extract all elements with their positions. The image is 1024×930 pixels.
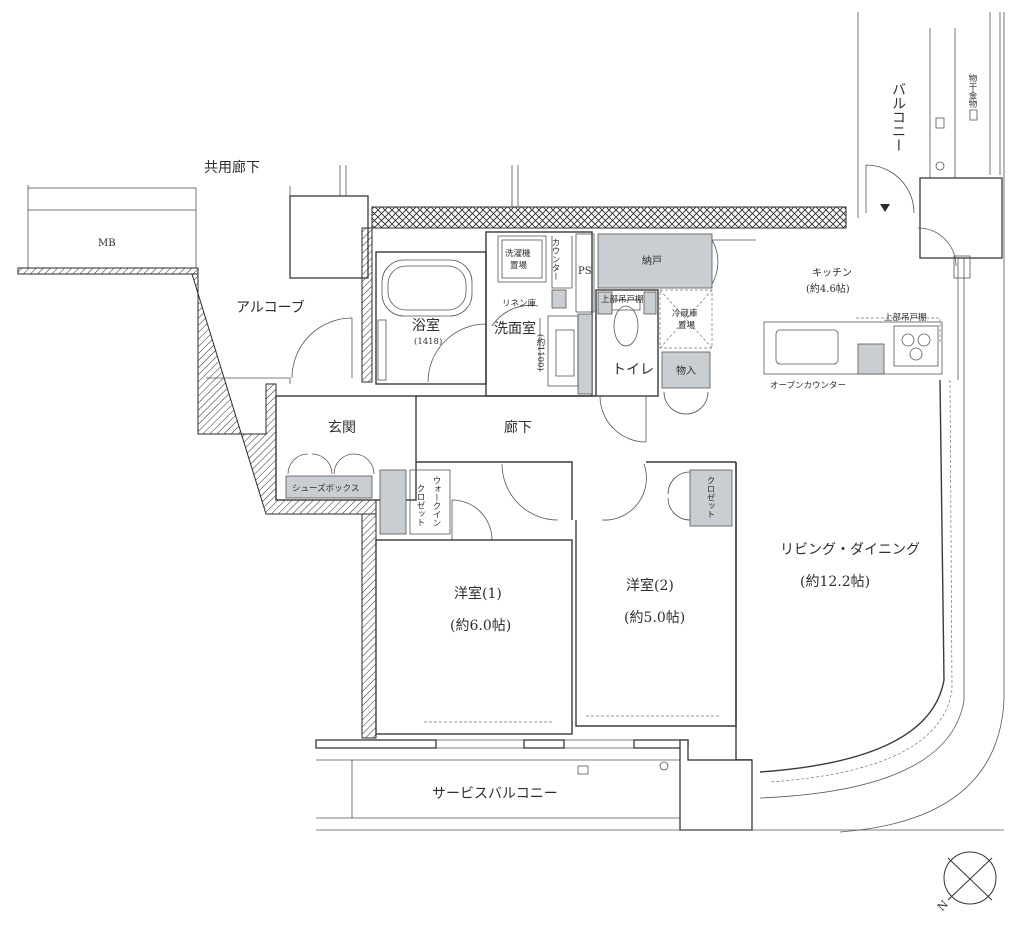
balcony-label: バルコニー xyxy=(890,82,906,152)
balcony-area xyxy=(857,12,1003,259)
mb-area xyxy=(17,185,199,275)
room1-label: 洋室(1) xyxy=(454,585,502,602)
fridge-label-2: 置場 xyxy=(678,320,696,331)
living-dining-size-label: (約12.2帖) xyxy=(800,574,870,590)
living-dining-label: リビング・ダイニング xyxy=(780,542,920,558)
room2-size-label: (約5.0帖) xyxy=(624,610,685,626)
north-wall xyxy=(371,206,847,229)
bathroom-size-label: (1418) xyxy=(414,336,442,347)
upper-cabinet-label-2: 上部吊戸棚 xyxy=(884,312,927,323)
living-dining xyxy=(735,227,971,799)
alcove-label: アルコーブ xyxy=(236,299,305,316)
toilet-label: トイレ xyxy=(612,362,654,378)
ps-label: PS xyxy=(578,266,592,277)
ps-shaft xyxy=(575,233,595,313)
room1-west-wall xyxy=(361,513,377,739)
fridge-label-1: 冷蔵庫 xyxy=(672,308,698,319)
walk-in-label-1: ウォークイン xyxy=(431,476,441,527)
toilet-room xyxy=(595,289,659,443)
service-balcony-label: サービスバルコニー xyxy=(432,786,558,802)
hallway xyxy=(416,395,736,520)
shoe-box-label: シューズボックス xyxy=(292,483,359,494)
entrance-label: 玄関 xyxy=(328,419,356,436)
common-corridor-label: 共用廊下 xyxy=(204,159,260,176)
north-compass-icon: N xyxy=(935,851,997,914)
room-1 xyxy=(375,539,573,735)
bathroom-label: 浴室 xyxy=(412,317,440,334)
kitchen-label: キッチン xyxy=(812,267,852,279)
washroom-label: 洗面室 xyxy=(494,320,536,337)
room2-label: 洋室(2) xyxy=(626,577,674,594)
laundry-hardware-label: 物干金物 xyxy=(967,73,977,109)
west-wall xyxy=(191,273,377,515)
walk-in-closet xyxy=(379,469,493,541)
hallway-label: 廊下 xyxy=(504,419,532,436)
storage-closet xyxy=(597,233,713,289)
washroom xyxy=(485,231,593,397)
storage-label: 物入 xyxy=(676,364,696,377)
kitchen-size-label: (約4.6帖) xyxy=(806,282,850,295)
entrance xyxy=(206,317,417,501)
upper-cabinet-label-1: 上部吊戸棚 xyxy=(601,294,644,305)
bath-wall xyxy=(361,227,373,383)
open-counter-label: オープンカウンター xyxy=(770,381,846,391)
width-note-label: (約1100) xyxy=(535,334,546,371)
room1-size-label: (約6.0帖) xyxy=(450,618,511,634)
counter-label: カウンター xyxy=(550,238,560,281)
linen-label: リネン庫 xyxy=(502,298,537,309)
closet-label: クロゼット xyxy=(705,476,715,519)
walk-in-label-2: クロゼット xyxy=(415,484,425,527)
storage-box xyxy=(661,351,711,389)
washer-place-label-2: 置場 xyxy=(510,260,528,271)
mb-label: MB xyxy=(98,238,116,249)
storage-closet-label: 納戸 xyxy=(642,254,662,267)
service-balcony-area xyxy=(315,12,1005,833)
pillar-left xyxy=(289,195,369,279)
entry-arrow-icon xyxy=(880,204,890,212)
washer-place-label-1: 洗濯機 xyxy=(505,248,531,259)
fridge-space xyxy=(659,289,713,349)
